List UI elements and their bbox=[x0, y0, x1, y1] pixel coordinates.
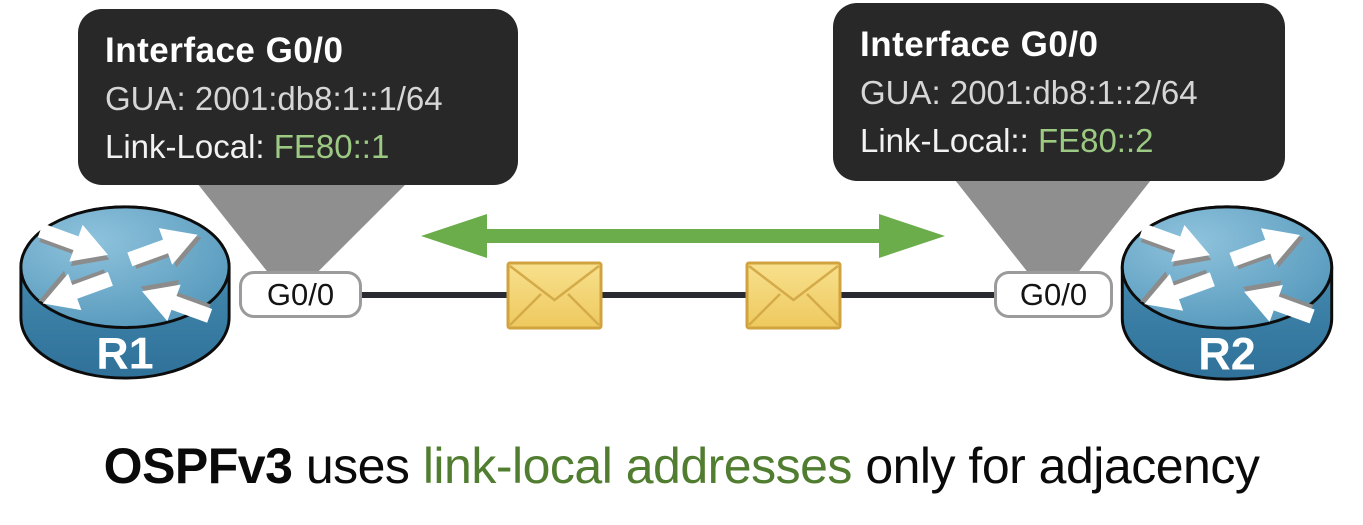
envelope-icon bbox=[745, 261, 842, 330]
r2-link-local-label: Link-Local:: bbox=[860, 122, 1038, 159]
r2-tooltip-title: Interface G0/0 bbox=[860, 25, 1099, 64]
router-r1-label: R1 bbox=[96, 328, 153, 378]
router-r2-label: R2 bbox=[1198, 328, 1256, 379]
router-r2-icon: R2 bbox=[1120, 205, 1334, 381]
caption-uses: uses bbox=[292, 438, 423, 494]
ethernet-link-line bbox=[358, 292, 1004, 298]
router-r1-icon: R1 bbox=[19, 205, 231, 380]
caption-ospfv3: OSPFv3 bbox=[103, 438, 293, 494]
r1-link-local-label: Link-Local: bbox=[105, 128, 274, 165]
r1-tooltip-title: Interface G0/0 bbox=[105, 31, 344, 70]
r1-link-local-line: Link-Local: FE80::1 bbox=[105, 123, 492, 171]
envelope-icon bbox=[506, 261, 603, 330]
caption: OSPFv3 uses link-local addresses only fo… bbox=[0, 437, 1363, 495]
r1-port-label: G0/0 bbox=[239, 271, 362, 318]
r2-interface-tooltip: Interface G0/0 GUA: 2001:db8:1::2/64 Lin… bbox=[833, 3, 1285, 181]
r2-link-local-line: Link-Local:: FE80::2 bbox=[860, 117, 1259, 165]
caption-link-local-highlight: link-local addresses bbox=[422, 438, 853, 494]
r2-link-local-value: FE80::2 bbox=[1037, 122, 1154, 159]
bidirectional-arrow-icon bbox=[421, 214, 945, 258]
r2-port-label: G0/0 bbox=[994, 271, 1113, 318]
r2-gua-address: GUA: 2001:db8:1::2/64 bbox=[860, 74, 1198, 111]
r1-link-local-value: FE80::1 bbox=[273, 128, 390, 165]
r1-interface-tooltip: Interface G0/0 GUA: 2001:db8:1::1/64 Lin… bbox=[78, 9, 518, 185]
caption-tail: only for adjacency bbox=[851, 438, 1260, 494]
r1-gua-address: GUA: 2001:db8:1::1/64 bbox=[105, 80, 443, 117]
